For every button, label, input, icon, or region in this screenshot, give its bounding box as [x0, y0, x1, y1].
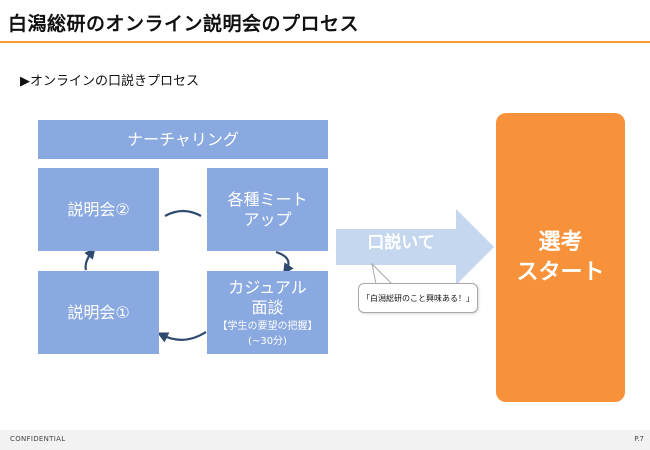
nurturing-box: ナーチャリング [38, 120, 328, 159]
session-2-label: 説明会② [67, 199, 130, 219]
casual-label-line2: 面談 [251, 297, 284, 317]
meetup-label-line1: 各種ミート [227, 189, 308, 209]
casual-label-line1: カジュアル [228, 277, 307, 297]
casual-note-line2: (~30分) [248, 335, 287, 347]
arrow-session1-to-session2 [84, 247, 96, 271]
nurturing-label: ナーチャリング [127, 129, 239, 149]
section-subtitle: ▶オンラインの口説きプロセス [20, 74, 199, 89]
arrow-casual-to-session1 [157, 331, 207, 343]
persuade-label: 口説いて [367, 233, 435, 253]
meetup-label-line2: アップ [243, 209, 292, 229]
page-title: 白潟総研のオンライン説明会のプロセス [8, 13, 360, 35]
selection-start-line1: 選考 [538, 229, 583, 255]
footer-bar [0, 430, 650, 450]
confidential-label: CONFIDENTIAL [10, 435, 66, 443]
speech-bubble-text: 「白潟総研のこと興味ある！」 [362, 293, 474, 303]
casual-note-line1: 【学生の要望の把握】 [217, 320, 318, 332]
arrow-session2-to-meetup [164, 209, 202, 217]
session-1-box: 説明会① [38, 271, 159, 354]
arrow-meetup-to-casual [275, 250, 294, 275]
meetup-box: 各種ミート アップ [207, 168, 328, 251]
title-divider [0, 41, 650, 43]
page-number: P.7 [634, 435, 644, 443]
casual-interview-box: カジュアル 面談 【学生の要望の把握】 (~30分) [207, 271, 328, 354]
persuade-arrow [336, 209, 494, 285]
selection-start-box: 選考 スタート [496, 113, 625, 402]
session-1-label: 説明会① [67, 302, 130, 322]
speech-bubble: 「白潟総研のこと興味ある！」 [358, 283, 478, 313]
selection-start-line2: スタート [516, 259, 605, 285]
session-2-box: 説明会② [38, 168, 159, 251]
